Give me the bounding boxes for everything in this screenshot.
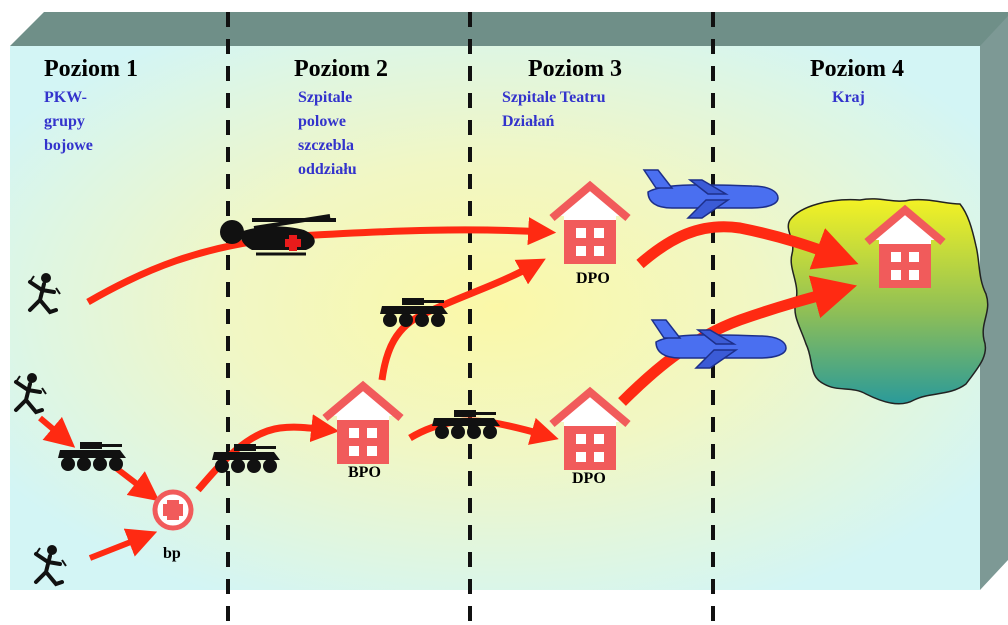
box-top-face: [10, 12, 1008, 46]
aid-post-icon: [152, 489, 194, 531]
arrow-dpo-lower-to-poland: [618, 275, 858, 406]
level-4-title: Poziom 4: [810, 56, 904, 82]
dpo-lower-label: DPO: [572, 470, 606, 487]
level-1-line-2: grupy: [44, 113, 85, 130]
arrow-tank-to-bp: [114, 465, 160, 502]
level-4-line-1: Kraj: [832, 89, 865, 106]
level-3-title: Poziom 3: [528, 56, 622, 82]
level-1-title: Poziom 1: [44, 56, 138, 82]
level-2-subtitle: Szpitale polowe szczebla oddziału: [298, 86, 357, 182]
level-3-line-2: Działań: [502, 113, 555, 130]
level-2-line-3: szczebla: [298, 137, 354, 154]
level-3-line-1: Szpitale Teatru: [502, 89, 606, 106]
arrow-soldier2-to-tank: [38, 415, 76, 448]
level-2-line-2: polowe: [298, 113, 346, 130]
level-1-line-3: bojowe: [44, 137, 93, 154]
arrow-dpo-upper-to-poland: [636, 221, 859, 270]
helicopter-icon: [220, 214, 336, 256]
level-1-subtitle: PKW- grupy bojowe: [44, 86, 93, 158]
box-side-face: [980, 16, 1008, 590]
level-2-line-1: Szpitale: [298, 89, 353, 106]
level-4-subtitle: Kraj: [832, 86, 865, 110]
level-3-subtitle: Szpitale Teatru Działań: [502, 86, 606, 134]
dpo-upper-label: DPO: [576, 270, 610, 287]
bpo-label: BPO: [348, 464, 381, 481]
arrow-soldier3-to-bp: [88, 528, 158, 561]
arrow-bpo-to-dpo-lower: [408, 417, 559, 445]
level-2-line-4: oddziału: [298, 161, 357, 178]
bp-label: bp: [163, 545, 181, 562]
level-1-line-1: PKW-: [44, 89, 87, 106]
level-2-title: Poziom 2: [294, 56, 388, 82]
